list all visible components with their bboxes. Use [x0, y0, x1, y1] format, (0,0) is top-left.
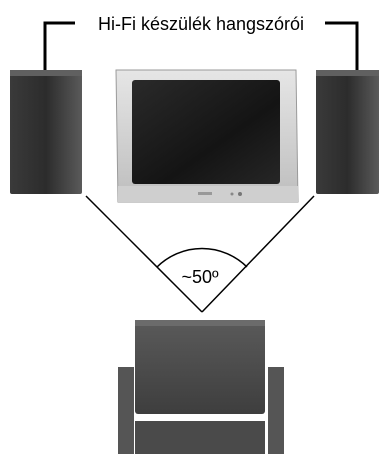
listening-chair	[118, 320, 284, 454]
chair-left-arm	[118, 367, 134, 454]
right-speaker	[316, 70, 379, 194]
tv-logo	[198, 192, 212, 195]
tv-screen	[132, 80, 280, 184]
tv-button	[230, 192, 234, 196]
tv-button	[238, 192, 242, 196]
chair-right-arm	[268, 367, 284, 454]
speaker-label-connector	[43, 21, 359, 70]
left-speaker	[10, 70, 82, 194]
listening-angle-lines	[85, 195, 315, 313]
chair-seat	[135, 421, 265, 454]
chair-back	[135, 320, 265, 414]
speakers-label: Hi-Fi készülék hangszórói	[98, 14, 304, 34]
television	[115, 69, 299, 203]
angle-label: ~50º	[181, 267, 219, 287]
